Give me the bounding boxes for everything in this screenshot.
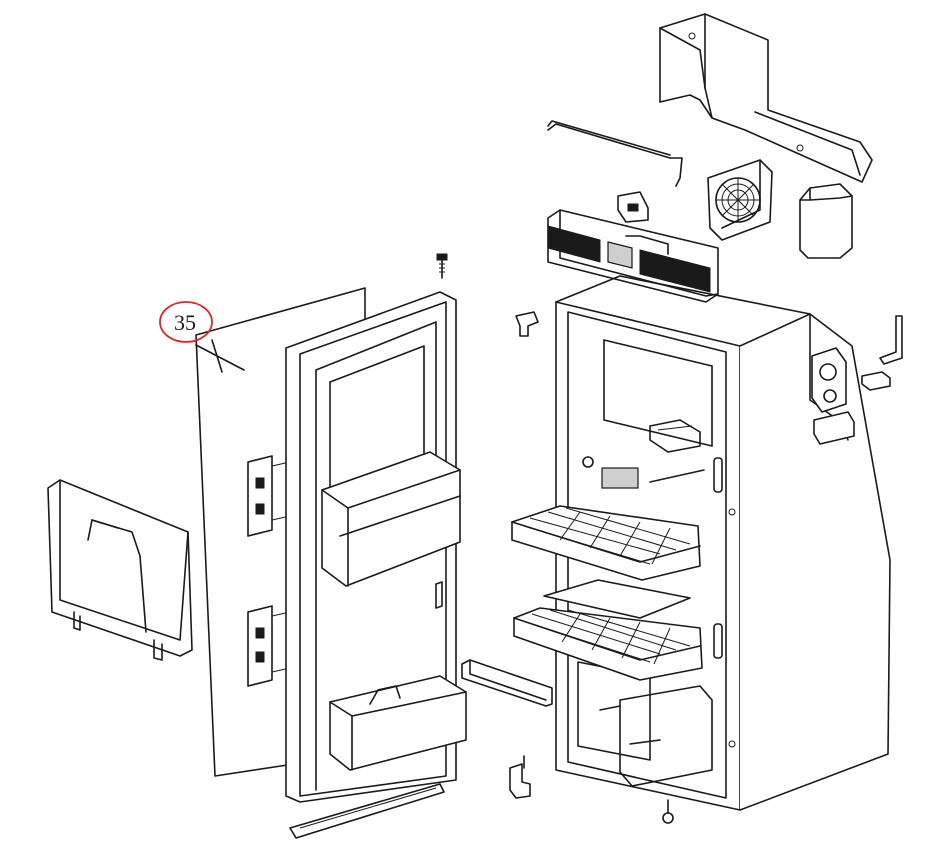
callout-35-label: 35 xyxy=(174,310,196,335)
allen-key xyxy=(879,315,903,365)
small-block xyxy=(861,371,891,391)
refrigerator-door xyxy=(285,291,467,803)
door-bottom-strip xyxy=(289,783,445,839)
freezer-flap xyxy=(47,479,193,661)
lower-wire-shelf xyxy=(513,579,703,681)
small-bracket xyxy=(617,191,649,223)
wire-rod xyxy=(547,120,683,187)
bottom-shelf-strip xyxy=(461,659,553,707)
electronic-module xyxy=(799,183,853,259)
door-stop-part xyxy=(509,755,531,799)
fan-unit xyxy=(707,159,773,241)
upper-wire-shelf xyxy=(511,505,701,581)
door-screw xyxy=(436,253,448,279)
compressor xyxy=(811,347,855,445)
callout-35: 35 xyxy=(159,301,245,371)
screw-bottom xyxy=(662,799,674,824)
vent-grille-panel xyxy=(547,209,719,303)
top-cover-shroud xyxy=(659,13,873,183)
latch-part xyxy=(515,311,539,337)
